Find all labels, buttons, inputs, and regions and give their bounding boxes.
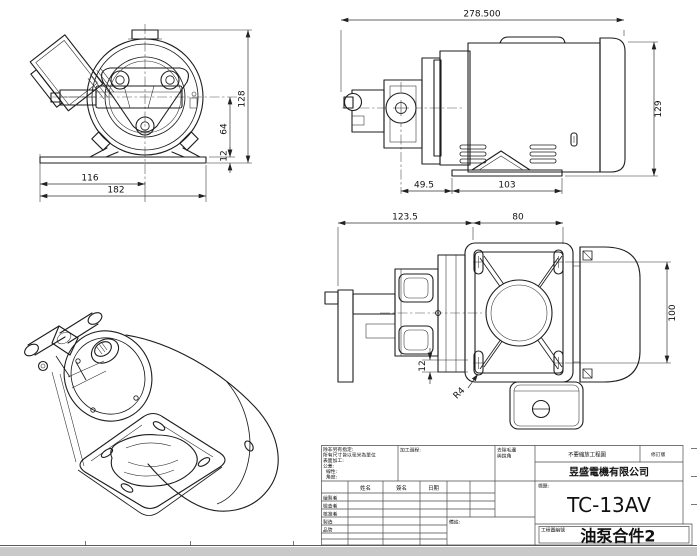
dim-front-128: 128 — [238, 90, 248, 107]
deburr-label-line2: 與銳角 — [497, 453, 512, 460]
pump-head-and-handle — [24, 312, 107, 467]
flange-slots — [473, 249, 564, 376]
revision-label: 修訂版 — [651, 451, 666, 458]
filter-box — [29, 34, 104, 112]
tolerance-line: 除非另有指定: — [323, 446, 354, 453]
dim-top-12: 12 — [418, 360, 428, 371]
title-label: 標題: — [538, 483, 550, 490]
row-mfg-label: 製造 — [323, 519, 333, 526]
dim-top-100: 100 — [668, 304, 678, 321]
front-view: 116 182 64 12 128 — [29, 24, 252, 202]
dim-side-278500: 278.500 — [463, 10, 500, 20]
vent-slots — [459, 144, 557, 164]
zone-tick — [691, 476, 697, 477]
model-number: TC-13AV — [566, 493, 651, 517]
tolerance-note: 除非另有指定: 所有尺寸皆以毫米為單位 表面加工: 公差: 線性: 角度: — [323, 446, 376, 481]
column-name: 姓名 — [360, 484, 371, 492]
flange-and-bracket — [421, 50, 471, 166]
base-stand — [451, 144, 563, 177]
part-name: 油泵合件2 — [580, 527, 655, 546]
side-dimensions: 278.500 129 49.5 103 — [340, 10, 664, 194]
dim-top-r4: R4 — [452, 386, 468, 402]
do-not-scale-label: 不要縮放工程圖 — [568, 451, 606, 459]
dim-front-12: 12 — [220, 150, 230, 161]
title-block: 除非另有指定: 所有尺寸皆以毫米為單位 表面加工: 公差: 線性: 角度: 加工… — [321, 445, 693, 546]
dwg-no-label: 工程圖編號 — [541, 527, 565, 534]
motor-body — [125, 334, 279, 512]
side-view: 278.500 129 49.5 103 — [340, 10, 664, 194]
pump-head — [343, 79, 423, 149]
bellows — [87, 68, 117, 99]
company-name: 昱盛電機有限公司 — [569, 466, 649, 479]
tolerance-line: 表面加工: — [323, 457, 344, 464]
isometric-view — [24, 312, 279, 516]
top-dimensions: 123.5 80 100 12 R4 — [337, 213, 678, 402]
dim-top-80: 80 — [512, 213, 524, 223]
junction-box — [509, 381, 584, 430]
row-checked-label: 檢查者 — [323, 503, 338, 510]
mounting-flange — [464, 242, 574, 383]
signature-table: 姓名 簽名 日期 繪製者 檢查者 核准者 製造 品管 — [323, 484, 439, 534]
zone-tick — [293, 541, 294, 545]
dim-front-182: 182 — [107, 186, 124, 196]
zone-tick — [190, 541, 191, 545]
deburr-label-line1: 去除毛邊 — [497, 447, 516, 454]
row-qa-label: 品管 — [323, 527, 333, 534]
motor-body — [573, 246, 641, 383]
tolerance-line: 所有尺寸皆以毫米為單位 — [323, 452, 376, 459]
tolerance-line: 公差: — [323, 463, 335, 470]
dim-top-1235: 123.5 — [392, 213, 418, 223]
dim-side-103: 103 — [498, 181, 515, 191]
mounting-flange — [77, 412, 226, 516]
notes-label: 備註: — [449, 519, 461, 526]
column-date: 日期 — [428, 485, 439, 492]
dim-side-129: 129 — [654, 100, 664, 117]
motor-body — [467, 36, 626, 173]
zone-tick — [85, 541, 86, 545]
sheet-border-line — [0, 545, 697, 546]
top-view: 123.5 80 100 12 R4 — [324, 213, 678, 430]
finish-label: 加工過程: — [400, 447, 421, 454]
dim-front-116: 116 — [81, 174, 98, 184]
tolerance-line: 線性: — [326, 468, 338, 475]
row-drawn-label: 繪製者 — [323, 495, 338, 502]
dim-front-64: 64 — [220, 123, 230, 135]
zone-tick — [691, 448, 697, 449]
pump-body — [50, 85, 183, 109]
pump-bracket — [101, 67, 198, 136]
row-approved-label: 核准者 — [323, 511, 338, 518]
window-bottom-band — [0, 547, 697, 556]
dim-side-495: 49.5 — [414, 181, 434, 191]
suction-pipe — [324, 289, 396, 383]
tolerance-line: 角度: — [326, 474, 338, 481]
front-dimensions: 116 182 64 12 128 — [39, 29, 252, 202]
zone-tick — [691, 504, 697, 505]
column-signature: 簽名 — [396, 484, 407, 492]
front-flange-disc — [63, 330, 153, 422]
